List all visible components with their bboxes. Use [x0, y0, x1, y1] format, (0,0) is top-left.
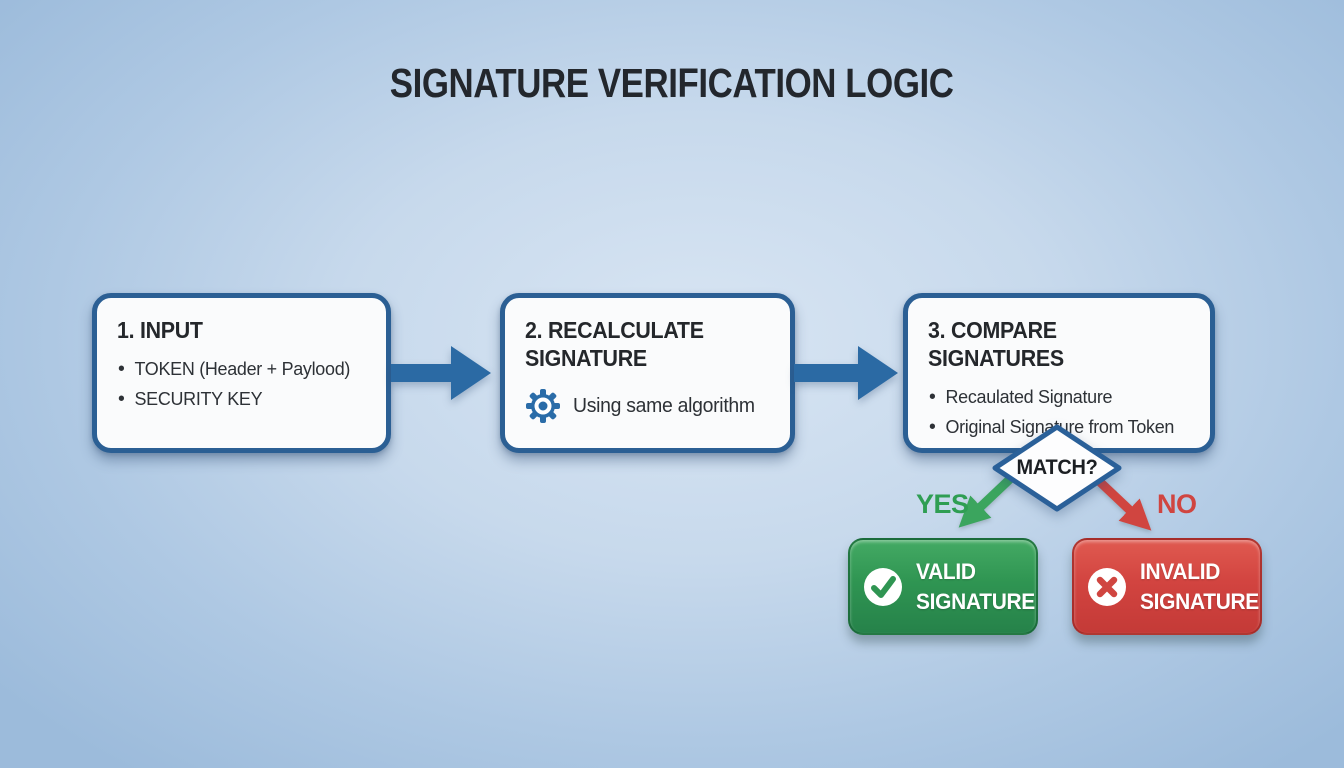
- bullet-list: TOKEN (Header + Paylood) SECURITY KEY: [117, 353, 372, 415]
- page-title-text: SIGNATURE VERIFICATION LOGIC: [390, 60, 954, 106]
- invalid-signature-box: INVALID SIGNATURE: [1072, 538, 1262, 635]
- bullet-item: SECURITY KEY: [117, 383, 364, 415]
- x-circle-icon: [1088, 567, 1126, 606]
- page-title: SIGNATURE VERIFICATION LOGIC: [0, 60, 1344, 107]
- algorithm-note-row: Using same algorithm: [525, 388, 776, 424]
- bullet-item: Recaulated Signature: [928, 381, 1196, 413]
- bullet-item: TOKEN (Header + Paylood): [117, 353, 364, 385]
- no-label: NO: [1157, 489, 1197, 519]
- invalid-label: INVALID SIGNATURE: [1140, 558, 1259, 614]
- arrow-right-icon: [391, 346, 491, 400]
- arrow-right-icon: [794, 346, 898, 400]
- check-circle-icon: [864, 567, 902, 606]
- decision-diamond: MATCH?: [992, 424, 1122, 512]
- step-heading: 2. RECALCULATE SIGNATURE: [525, 317, 704, 372]
- step-heading: 1. INPUT: [117, 317, 203, 343]
- yes-arrow-icon: [958, 475, 1014, 528]
- valid-label: VALID SIGNATURE: [916, 558, 1035, 614]
- valid-signature-box: VALID SIGNATURE: [848, 538, 1038, 635]
- step-box-input: 1. INPUT TOKEN (Header + Paylood) SECURI…: [92, 293, 391, 453]
- diamond-shape: [992, 424, 1122, 512]
- algorithm-note: Using same algorithm: [573, 394, 755, 417]
- no-arrow-icon: [1096, 478, 1152, 531]
- step-box-recalculate: 2. RECALCULATE SIGNATURE Using same algo…: [500, 293, 795, 453]
- gear-icon: [526, 389, 560, 424]
- step-heading: 3. COMPARE SIGNATURES: [928, 317, 1064, 372]
- yes-label: YES: [916, 489, 969, 519]
- decision-label: MATCH?: [1016, 456, 1098, 479]
